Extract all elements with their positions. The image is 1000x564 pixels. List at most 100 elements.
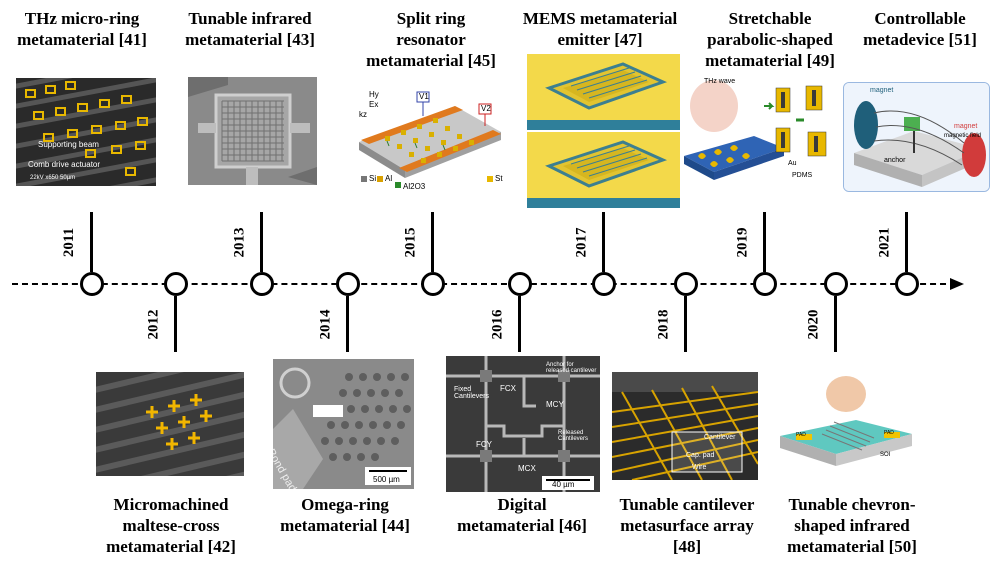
maltese-cross-image: [96, 372, 244, 476]
node-2015: [421, 272, 445, 296]
label-2014: Omega-ring metamaterial [44]: [280, 495, 410, 535]
year-2019: 2019: [734, 227, 751, 258]
omega-ring-image: Bond pad 500 µm: [273, 359, 414, 489]
srr-ex-label: Ex: [369, 100, 379, 109]
year-2014: 2014: [317, 309, 334, 340]
srr-al2o3-label: Al2O3: [403, 182, 426, 191]
chev-soi-label: SOI: [880, 452, 891, 458]
digital-fcy-label: FCY: [476, 440, 492, 449]
digital-mcx-label: MCX: [518, 464, 536, 473]
thz-micro-ring-illustration: [16, 78, 156, 186]
tunable-chevron-image: PAD PAD SOI: [776, 374, 916, 478]
ctrl-field-label: magnetic field: [944, 133, 982, 139]
thz-micro-ring-image: Supporting beam Comb drive actuator 22kV…: [16, 78, 156, 186]
label-2018: Tunable cantilever metasurface array [48…: [619, 495, 755, 556]
mems-emitter-image: [527, 54, 680, 208]
srr-kz-label: kz: [359, 110, 367, 119]
stem-2018: [684, 296, 687, 352]
stem-2019: [763, 212, 766, 272]
label-2020: Tunable chevron- shaped infrared metamat…: [787, 495, 917, 556]
stretchable-parabolic-illustration: [684, 76, 840, 196]
thz-scale-label: 22kV x650 50µm: [30, 175, 76, 181]
stretch-au-label: Au: [788, 160, 797, 167]
srr-v1-label: V1: [419, 92, 429, 101]
label-2019: Stretchable parabolic-shaped metamateria…: [705, 9, 835, 70]
label-2015: Split ring resonator metamaterial [45]: [366, 9, 496, 70]
label-2011: THz micro-ring metamaterial [41]: [17, 9, 147, 49]
chev-pad-right-label: PAD: [884, 430, 894, 436]
year-2021: 2021: [876, 227, 893, 258]
mems-emitter-illustration: [527, 54, 680, 208]
stem-2014: [346, 296, 349, 352]
label-2012: Micromachined maltese-cross metamaterial…: [106, 495, 236, 556]
year-2015: 2015: [402, 227, 419, 258]
ctrl-magnet-right-label: magnet: [954, 123, 978, 130]
stem-2012: [174, 296, 177, 352]
digital-scale-label: 40 µm: [552, 480, 575, 489]
label-2021: Controllable metadevice [51]: [863, 9, 977, 49]
tunable-cantilever-illustration: [612, 372, 758, 480]
label-2017: MEMS metamaterial emitter [47]: [522, 9, 678, 49]
stem-2021: [905, 212, 908, 272]
stem-2013: [260, 212, 263, 272]
ctrl-anchor-label: anchor: [884, 157, 906, 164]
node-2012: [164, 272, 188, 296]
stem-2016: [518, 296, 521, 352]
node-2013: [250, 272, 274, 296]
cant-cantilever-label: Cantilever: [704, 434, 736, 441]
node-2016: [508, 272, 532, 296]
ctrl-magnet-left-label: magnet: [870, 87, 894, 94]
stem-2017: [602, 212, 605, 272]
tunable-cantilever-image: Cantilever Cap. pad Wire: [612, 372, 758, 480]
omega-scale-label: 500 µm: [373, 475, 400, 484]
node-2017: [592, 272, 616, 296]
stem-2011: [90, 212, 93, 272]
cant-cap-pad-label: Cap. pad: [686, 452, 715, 459]
label-2016: Digital metamaterial [46]: [457, 495, 587, 535]
digital-metamaterial-illustration: [446, 356, 600, 492]
tunable-chevron-illustration: [776, 374, 916, 478]
cant-wire-label: Wire: [692, 464, 707, 471]
tunable-infrared-illustration: [188, 77, 317, 185]
maltese-cross-illustration: [96, 372, 244, 476]
node-2021: [895, 272, 919, 296]
node-2019: [753, 272, 777, 296]
controllable-metadevice-illustration: [844, 83, 989, 191]
year-2016: 2016: [489, 309, 506, 340]
digital-anchor-label: Anchor for released cantilever: [546, 362, 597, 374]
digital-mcy-label: MCY: [546, 400, 564, 409]
srr-st-label: St: [495, 174, 503, 183]
srr-al-label: Al: [385, 174, 393, 183]
split-ring-resonator-illustration: [355, 86, 505, 196]
thz-comb-drive-label: Comb drive actuator: [28, 160, 101, 169]
digital-released-label: Released Cantilevers: [558, 430, 589, 442]
year-2012: 2012: [145, 309, 162, 340]
stretchable-parabolic-image: THz wave Au PDMS: [684, 76, 840, 196]
year-2020: 2020: [805, 309, 822, 340]
year-2013: 2013: [231, 227, 248, 258]
node-2014: [336, 272, 360, 296]
controllable-metadevice-image: magnet magnet anchor magnetic field: [843, 82, 990, 192]
timeline-arrow-icon: [950, 278, 964, 290]
thz-supporting-beam-label: Supporting beam: [38, 140, 99, 149]
stretch-thz-wave-label: THz wave: [704, 78, 736, 85]
year-2017: 2017: [573, 227, 590, 258]
node-2020: [824, 272, 848, 296]
chev-pad-left-label: PAD: [796, 432, 806, 438]
stem-2020: [834, 296, 837, 352]
label-2013: Tunable infrared metamaterial [43]: [185, 9, 315, 49]
omega-ring-illustration: [273, 359, 414, 489]
node-2018: [674, 272, 698, 296]
digital-metamaterial-image: Fixed Cantilevers FCX FCY MCX MCY Anchor…: [446, 356, 600, 492]
srr-hy-label: Hy: [369, 90, 379, 99]
timeline-axis: [12, 283, 956, 285]
node-2011: [80, 272, 104, 296]
tunable-infrared-image: [188, 77, 317, 185]
srr-si-label: Si: [369, 174, 377, 183]
year-2011: 2011: [61, 227, 78, 258]
split-ring-resonator-image: Hy Ex kz V1 V2 Si Al Al2O3 St: [355, 86, 505, 196]
year-2018: 2018: [655, 309, 672, 340]
stretch-pdms-label: PDMS: [792, 172, 813, 179]
srr-v2-label: V2: [481, 104, 491, 113]
stem-2015: [431, 212, 434, 272]
